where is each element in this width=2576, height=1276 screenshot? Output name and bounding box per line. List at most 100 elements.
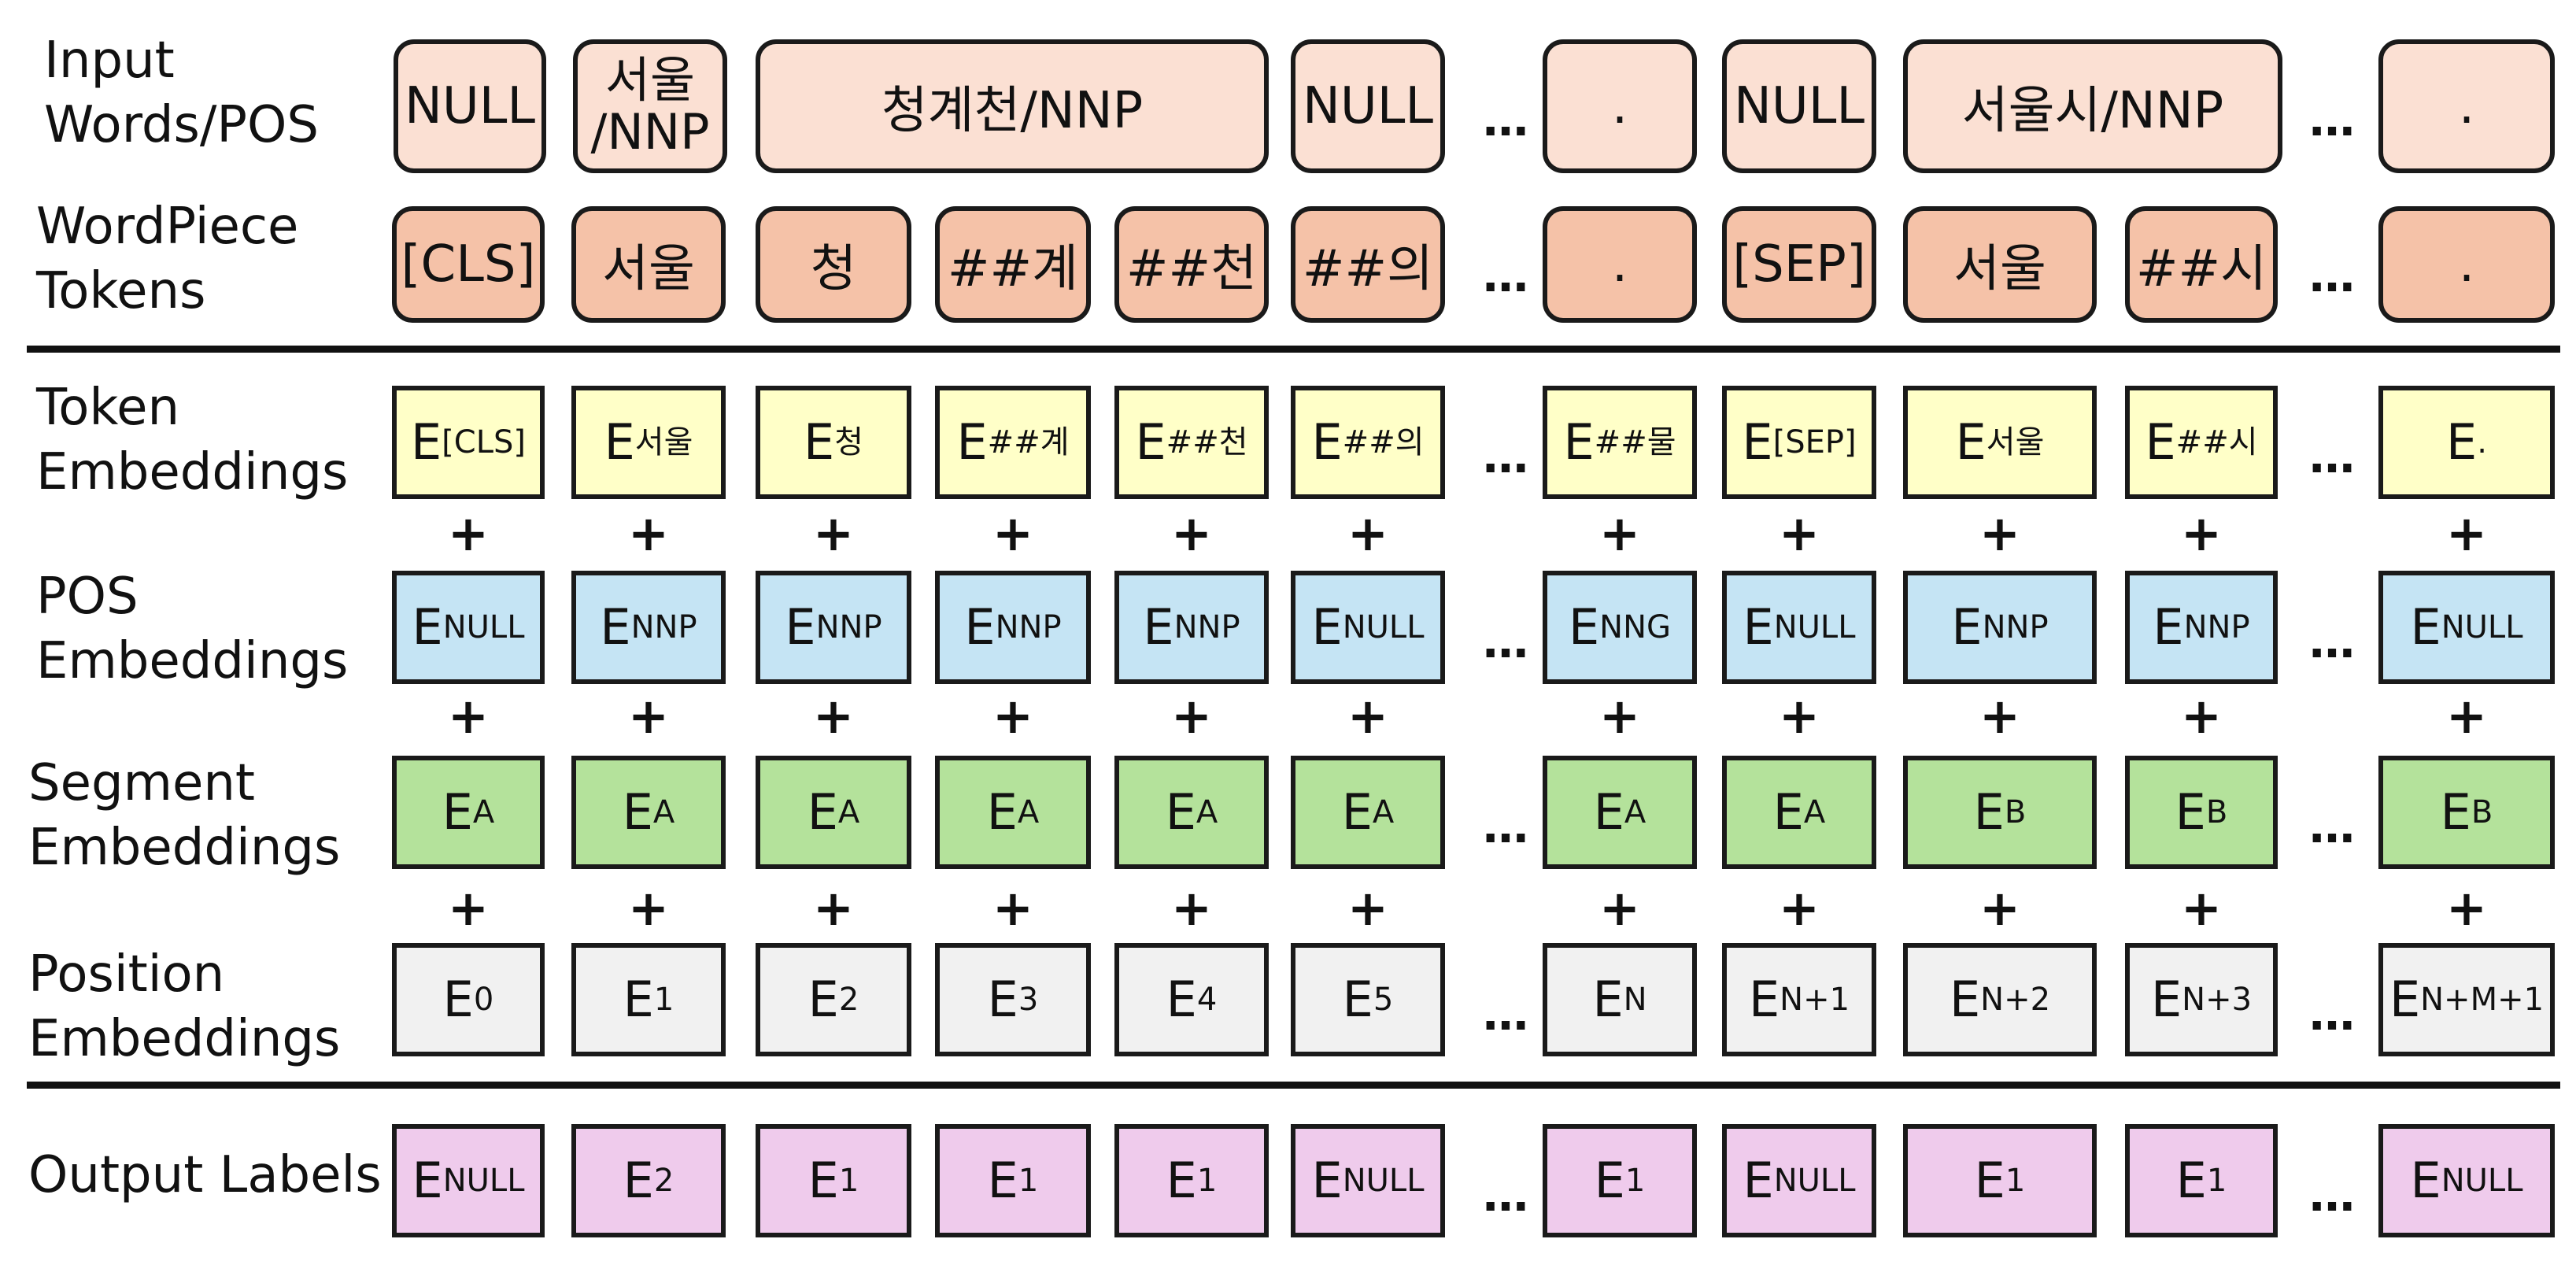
token-embedding-box-base: E <box>1135 413 1166 471</box>
segment-embedding-box-subscript: B <box>2004 794 2027 830</box>
plus-sign: + <box>448 505 489 562</box>
wordpiece-token-text: . <box>1611 235 1628 294</box>
position-embedding-box-subscript: 3 <box>1018 982 1039 1018</box>
wordpiece-row-ellipsis: … <box>1483 249 1528 302</box>
wordpiece-token-text: ##천 <box>1125 240 1258 298</box>
segment-embedding-box-base: E <box>1593 783 1624 841</box>
plus-sign: + <box>1979 505 2020 562</box>
token-embedding-box-subscript: 청 <box>834 424 863 460</box>
input-row-ellipsis: … <box>1483 93 1528 146</box>
pos-embedding-box-subscript: NNP <box>630 609 697 645</box>
pos-embedding-box-subscript: NNP <box>995 609 1062 645</box>
row-label-line: Embeddings <box>28 1010 341 1068</box>
token-embedding-box-base: E <box>604 413 635 471</box>
plus-sign: + <box>1779 687 1820 745</box>
input-word-text: /NNP <box>590 103 710 161</box>
plus-sign: + <box>813 505 854 562</box>
plus-sign: + <box>1599 687 1640 745</box>
plus-sign: + <box>2446 687 2487 745</box>
segment-embedding-box-base: E <box>986 783 1018 841</box>
position-embedding-box-subscript: 0 <box>473 982 494 1018</box>
input-word-box: NULL <box>1722 39 1876 173</box>
wordpiece-token-box: [SEP] <box>1722 206 1876 323</box>
segment-embedding-box-base: E <box>1165 783 1196 841</box>
token-embedding-box: E##의 <box>1291 386 1445 499</box>
token-embedding-box-subscript: [SEP] <box>1772 424 1857 460</box>
plus-sign: + <box>2181 879 2222 937</box>
output-label-box-subscript: 1 <box>1624 1163 1646 1199</box>
plus-sign: + <box>628 505 669 562</box>
output-label-box-base: E <box>1743 1152 1774 1209</box>
position-embedding-box-base: E <box>1949 971 1981 1028</box>
output-label-box-subscript: 2 <box>653 1163 674 1199</box>
position-embedding-box-base: E <box>1592 971 1624 1028</box>
wordpiece-token-text: 청 <box>810 240 857 298</box>
plus-sign: + <box>448 687 489 745</box>
plus-sign: + <box>2446 879 2487 937</box>
token-embeddings-ellipsis: … <box>2309 430 2355 483</box>
plus-sign: + <box>628 687 669 745</box>
position-embedding-box-subscript: 1 <box>653 982 674 1018</box>
wordpiece-token-text: 서울 <box>1953 240 2046 298</box>
position-embedding-box-base: E <box>623 971 654 1028</box>
segment-embedding-box-subscript: B <box>2471 794 2493 830</box>
token-embedding-box-subscript: [CLS] <box>442 424 526 460</box>
token-embedding-box-base: E <box>2446 413 2478 471</box>
pos-embedding-box-subscript: NNP <box>1173 609 1240 645</box>
plus-sign: + <box>1171 505 1212 562</box>
pos-embedding-box-subscript: NNP <box>2183 609 2250 645</box>
output-label-box-base: E <box>2410 1152 2441 1209</box>
segment-embedding-box-subscript: A <box>1624 794 1646 830</box>
token-embedding-box-base: E <box>804 413 835 471</box>
separator-line-bottom <box>27 1082 2560 1089</box>
row-label-line: Output Labels <box>28 1146 382 1204</box>
plus-sign: + <box>813 879 854 937</box>
token-embedding-box-subscript: ##계 <box>987 424 1070 460</box>
segment-embedding-box-base: E <box>1772 783 1804 841</box>
token-embedding-box: E[SEP] <box>1722 386 1876 499</box>
position-embedding-box-base: E <box>2150 971 2182 1028</box>
token-embedding-box-subscript: 서울 <box>1986 424 2045 460</box>
pos-embedding-box-base: E <box>1143 598 1174 656</box>
position-embedding-box-subscript: 4 <box>1196 982 1218 1018</box>
pos-embedding-box-base: E <box>600 598 631 656</box>
segment-embedding-box-base: E <box>442 783 473 841</box>
output-label-box-subscript: 1 <box>2005 1163 2026 1199</box>
token-embedding-box-base: E <box>410 413 442 471</box>
input-word-box: 청계천/NNP <box>756 39 1269 173</box>
row-label-input-words: Input Words/POS <box>44 28 319 157</box>
token-embedding-box: E##시 <box>2125 386 2278 499</box>
position-embedding-box-subscript: N+2 <box>1980 982 2051 1018</box>
row-label-line: Segment <box>28 754 255 812</box>
row-label-line: Token <box>36 379 180 437</box>
wordpiece-token-box: [CLS] <box>392 206 545 323</box>
pos-embedding-box-base: E <box>1743 598 1774 656</box>
output-label-box-subscript: NULL <box>442 1163 525 1199</box>
token-embedding-box-subscript: 서울 <box>634 424 693 460</box>
position-embeddings-ellipsis: … <box>2309 987 2355 1041</box>
output-label-box-subscript: 1 <box>1196 1163 1218 1199</box>
input-row-ellipsis: … <box>2309 93 2355 146</box>
wordpiece-token-text: . <box>2458 235 2475 294</box>
plus-sign: + <box>2181 687 2222 745</box>
plus-sign: + <box>992 879 1033 937</box>
wordpiece-token-text: 서울 <box>602 240 695 298</box>
token-embedding-box-subscript: ##천 <box>1166 424 1248 460</box>
output-label-box-base: E <box>412 1152 443 1209</box>
